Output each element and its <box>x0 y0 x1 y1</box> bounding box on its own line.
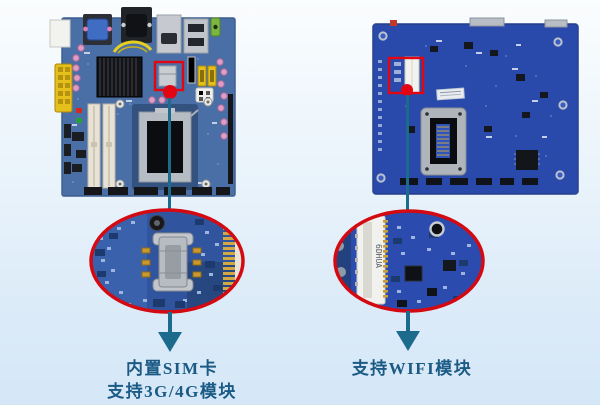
back-mounting-holes <box>376 31 568 183</box>
sim-slot-area <box>153 60 185 99</box>
label-sticker <box>436 87 465 101</box>
wifi-callout-line <box>406 95 409 210</box>
serial-port <box>121 7 152 43</box>
edge-connector <box>228 94 233 184</box>
cpu-backplate <box>420 107 467 176</box>
sim-down-arrow-icon <box>158 312 182 352</box>
capacitors <box>72 44 228 140</box>
hdmi-port <box>156 14 182 54</box>
back-bottom-pads <box>400 178 538 185</box>
sim-caption-line1: 内置SIM卡 <box>125 359 219 378</box>
sim-socket-pins <box>141 247 202 278</box>
sim-caption-line2: 支持3G/4G模块 <box>107 382 237 401</box>
sata-ports <box>197 65 217 87</box>
motherboard-front-photo <box>49 7 236 197</box>
front-io-ports <box>49 7 221 54</box>
connector-marking: 6DHUA <box>374 244 383 268</box>
wifi-caption-line1: 支持WIFI模块 <box>351 359 473 378</box>
sim-highlight-dot <box>163 85 177 99</box>
io-bracket <box>49 19 71 48</box>
wifi-area-chips <box>397 260 456 307</box>
wifi-closeup-oval: 6DHUA <box>333 209 485 313</box>
wifi-screw-hole <box>429 221 445 237</box>
qfp-chip <box>514 150 540 170</box>
audio-jack <box>210 17 221 37</box>
sim-oval-border <box>89 208 245 314</box>
motherboard-back-photo <box>372 17 579 195</box>
front-panel-headers <box>84 187 230 195</box>
rear-port-shield <box>469 17 505 27</box>
vga-port <box>83 14 112 45</box>
mounting-holes <box>115 97 213 189</box>
sim-closeup-oval <box>89 208 245 314</box>
back-small-ics <box>406 42 548 133</box>
wifi-highlight-dot <box>401 84 413 96</box>
chipset-heatsink <box>96 56 143 98</box>
sim-callout-line <box>168 98 171 209</box>
wifi-slot-area <box>387 56 425 96</box>
white-header <box>187 56 196 84</box>
rear-port-shield-2 <box>544 19 568 28</box>
atx-power-connector <box>54 63 73 113</box>
red-led <box>76 108 82 113</box>
sim-socket <box>152 232 194 292</box>
top-edge-component <box>390 20 397 26</box>
usb-port-stack <box>183 18 209 54</box>
green-led <box>76 118 82 123</box>
wifi-caption: 支持WIFI模块 <box>302 357 522 380</box>
cpu-socket <box>132 104 199 190</box>
wifi-down-arrow-icon <box>396 311 420 351</box>
back-pcb-body <box>372 23 579 195</box>
small-ics <box>64 124 86 174</box>
yellow-cable <box>112 40 153 53</box>
memory-slots <box>87 103 116 189</box>
mini-pcie-connector: 6DHUA <box>355 215 388 305</box>
sim-caption: 内置SIM卡 支持3G/4G模块 <box>62 357 282 403</box>
